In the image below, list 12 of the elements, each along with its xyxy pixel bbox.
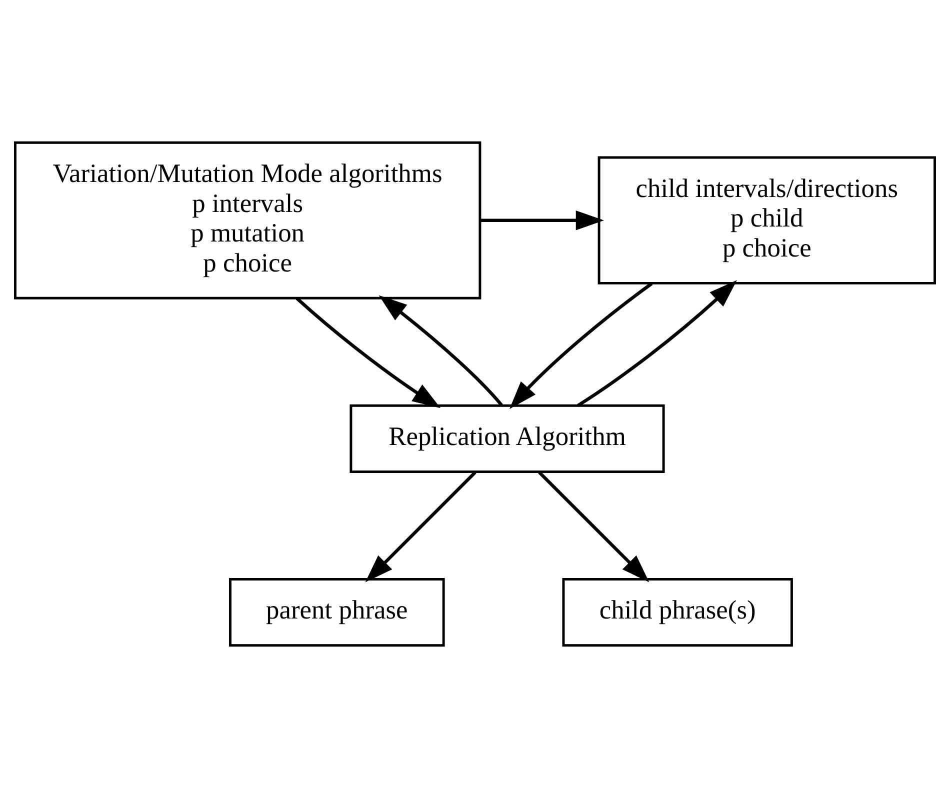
arrow: [577, 280, 737, 406]
node-box: child phrase(s): [562, 578, 793, 646]
arrow: [296, 296, 441, 408]
node-box: Variation/Mutation Mode algorithms p intervals p mutation p choice: [14, 140, 482, 299]
arrow: [378, 294, 503, 406]
arrow: [538, 470, 650, 582]
node-box: child intervals/directions p child p choice: [598, 156, 936, 284]
node-box: parent phrase: [228, 578, 445, 646]
arrow: [480, 210, 604, 230]
arrow: [509, 282, 653, 408]
arrow: [365, 470, 476, 582]
node-box: Replication Algorithm: [350, 404, 665, 472]
